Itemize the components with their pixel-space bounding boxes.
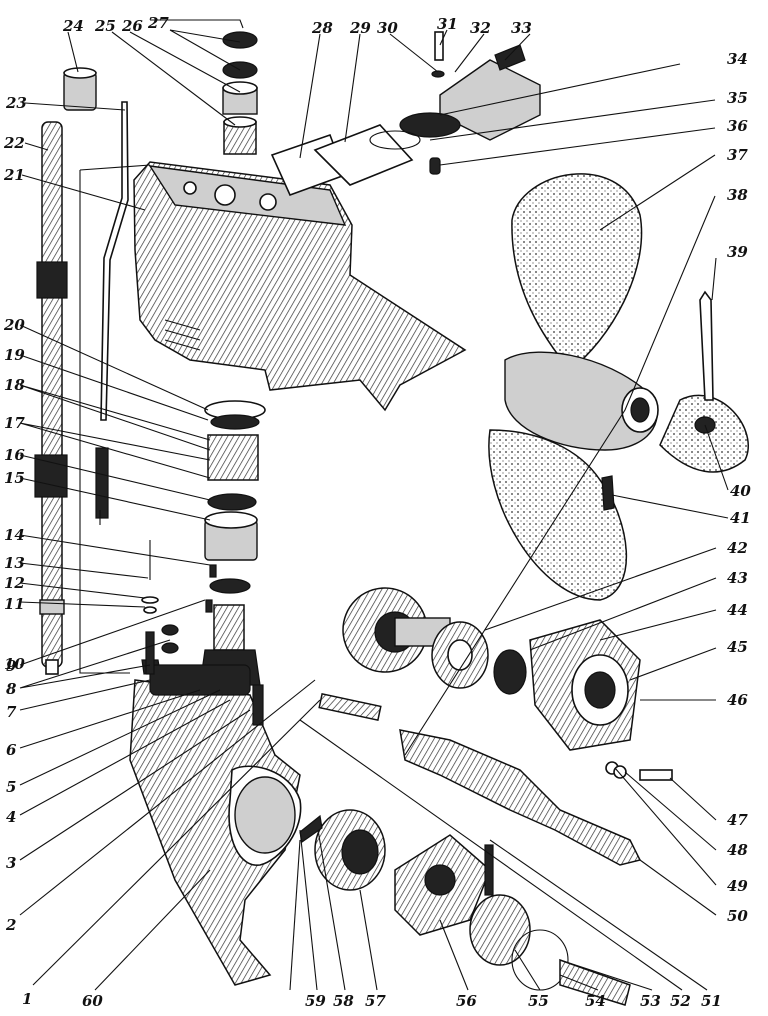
callout-33: 33: [511, 19, 532, 37]
callout-29: 29: [349, 19, 371, 37]
callout-14: 14: [4, 526, 25, 544]
callout-1: 1: [22, 990, 32, 1008]
callout-30: 30: [377, 19, 398, 37]
callout-55: 55: [528, 992, 549, 1010]
callout-4: 4: [6, 808, 16, 826]
upper-gearcase: [133, 161, 467, 412]
callout-54: 54: [585, 992, 606, 1010]
callout-8: 8: [6, 680, 17, 698]
callout-49: 49: [727, 877, 748, 895]
callout-52: 52: [670, 992, 691, 1010]
callout-51: 51: [701, 992, 722, 1010]
callout-43: 43: [727, 569, 748, 587]
callout-45: 45: [727, 638, 748, 656]
callout-numbers: 24 25 26 27 28 29 30 31 32 33 34 35 36 3…: [3, 14, 751, 1010]
callout-46: 46: [727, 691, 748, 709]
callout-56: 56: [456, 992, 477, 1010]
callout-28: 28: [311, 19, 333, 37]
callout-32: 32: [470, 19, 491, 37]
callout-6: 6: [6, 741, 17, 759]
callout-22: 22: [3, 134, 25, 152]
callout-50: 50: [727, 907, 748, 925]
callout-39: 39: [727, 243, 748, 261]
callout-38: 38: [727, 186, 748, 204]
callout-5: 5: [6, 778, 16, 796]
callout-59: 59: [305, 992, 326, 1010]
callout-17: 17: [4, 414, 25, 432]
prop-shaft-gear-set: [299, 587, 673, 1006]
callout-12: 12: [4, 574, 25, 592]
callout-11: 11: [4, 595, 25, 613]
callout-2: 2: [5, 916, 16, 934]
callout-42: 42: [727, 539, 748, 557]
callout-60: 60: [82, 992, 103, 1010]
leader-lines: [19, 19, 729, 991]
callout-3: 3: [6, 854, 16, 872]
callout-10: 10: [4, 655, 25, 673]
callout-35: 35: [727, 89, 748, 107]
callout-26: 26: [121, 17, 143, 35]
callout-13: 13: [4, 554, 25, 572]
propeller: [488, 173, 749, 601]
callout-48: 48: [727, 841, 748, 859]
callout-16: 16: [4, 446, 25, 464]
lower-gearcase: [129, 631, 302, 986]
callout-57: 57: [365, 992, 386, 1010]
callout-53: 53: [640, 992, 661, 1010]
callout-24: 24: [62, 17, 84, 35]
water-pump-group: [270, 31, 541, 197]
callout-7: 7: [6, 703, 17, 721]
callout-40: 40: [730, 482, 751, 500]
callout-36: 36: [727, 117, 748, 135]
callout-21: 21: [3, 166, 25, 184]
callout-27: 27: [147, 14, 169, 32]
callout-47: 47: [727, 811, 748, 829]
center-stack: [141, 400, 266, 686]
callout-23: 23: [5, 94, 27, 112]
top-bearing-stack: [63, 31, 258, 155]
callout-9: 9: [6, 657, 17, 675]
callout-37: 37: [727, 146, 748, 164]
callout-25: 25: [94, 17, 116, 35]
callout-31: 31: [437, 15, 458, 33]
callout-58: 58: [333, 992, 354, 1010]
drive-shaft: [34, 121, 68, 675]
callout-44: 44: [727, 601, 748, 619]
callout-41: 41: [730, 509, 751, 527]
callout-34: 34: [727, 50, 748, 68]
control-rod: [95, 101, 129, 519]
callout-18: 18: [4, 376, 25, 394]
callout-19: 19: [4, 346, 25, 364]
callout-20: 20: [3, 316, 25, 334]
callout-15: 15: [4, 469, 25, 487]
